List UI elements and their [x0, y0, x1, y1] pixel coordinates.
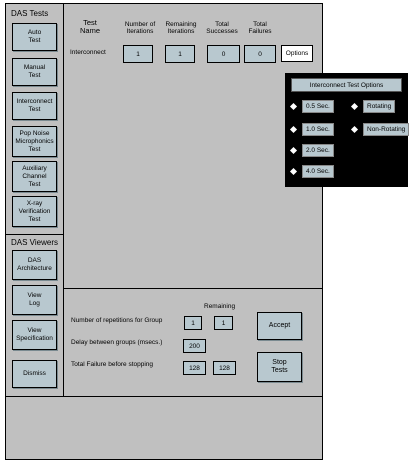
- test-row-name: Interconnect: [70, 49, 106, 56]
- remaining-iterations-field: 1: [165, 45, 195, 63]
- middle-divider: [64, 288, 322, 289]
- sidebar: DAS Tests Auto Test Manual Test Intercon…: [6, 4, 64, 396]
- auto-test-button[interactable]: Auto Test: [12, 23, 57, 51]
- option-label: Non-Rotating: [363, 123, 410, 136]
- failure-limit-label: Total Failure before stopping: [71, 361, 154, 368]
- das-viewers-title: DAS Viewers: [11, 238, 58, 247]
- interconnect-test-button[interactable]: Interconnect Test: [12, 92, 57, 120]
- radio-diamond-icon: [289, 102, 298, 111]
- total-failures-field: 0: [244, 45, 276, 63]
- option-label: Rotating: [363, 100, 396, 113]
- stop-tests-button[interactable]: Stop Tests: [257, 352, 302, 382]
- failure-limit-field[interactable]: 128: [183, 361, 206, 375]
- interconnect-options-popup: Interconnect Test Options 0.5 Sec. 1.0 S…: [285, 73, 410, 187]
- auxiliary-channel-test-button[interactable]: Auxiliary Channel Test: [12, 161, 57, 192]
- repetitions-field[interactable]: 1: [184, 316, 202, 330]
- option-non-rotating[interactable]: Non-Rotating: [350, 123, 410, 136]
- header-total-failures: Total Failures: [248, 21, 272, 35]
- view-log-button[interactable]: View Log: [12, 285, 57, 315]
- remaining-column-label: Remaining: [204, 303, 236, 310]
- header-number-of-iterations: Number of Iterations: [124, 21, 156, 35]
- bottom-divider: [6, 396, 322, 397]
- delay-field[interactable]: 200: [183, 339, 206, 353]
- header-total-successes: Total Successes: [206, 21, 238, 35]
- repetitions-label: Number of repetitions for Group: [71, 317, 163, 324]
- option-4-0-sec[interactable]: 4.0 Sec.: [289, 165, 334, 178]
- header-test-name: Test Name: [79, 18, 100, 35]
- option-rotating[interactable]: Rotating: [350, 100, 396, 113]
- option-label: 4.0 Sec.: [302, 165, 334, 178]
- option-label: 1.0 Sec.: [302, 123, 334, 136]
- das-tests-title: DAS Tests: [11, 9, 49, 18]
- option-label: 2.0 Sec.: [302, 144, 334, 157]
- manual-test-button[interactable]: Manual Test: [12, 58, 57, 86]
- radio-diamond-icon: [289, 167, 298, 176]
- radio-diamond-icon: [350, 125, 359, 134]
- delay-label: Delay between groups (msecs.): [71, 339, 163, 346]
- pop-noise-test-button[interactable]: Pop Noise Microphonics Test: [12, 126, 57, 157]
- total-successes-field: 0: [207, 45, 240, 63]
- xray-verification-test-button[interactable]: X-ray Verification Test: [12, 196, 57, 227]
- failure-remaining-field: 128: [213, 361, 236, 375]
- accept-button[interactable]: Accept: [257, 312, 302, 340]
- radio-diamond-icon: [350, 102, 359, 111]
- radio-diamond-icon: [289, 125, 298, 134]
- options-button[interactable]: Options: [281, 45, 313, 62]
- option-2-0-sec[interactable]: 2.0 Sec.: [289, 144, 334, 157]
- popup-title: Interconnect Test Options: [291, 78, 402, 92]
- option-1-0-sec[interactable]: 1.0 Sec.: [289, 123, 334, 136]
- sidebar-divider: [6, 234, 64, 235]
- option-label: 0.5 Sec.: [302, 100, 334, 113]
- iterations-field[interactable]: 1: [123, 45, 153, 63]
- radio-diamond-icon: [289, 146, 298, 155]
- header-remaining-iterations: Remaining Iterations: [165, 21, 197, 35]
- repetitions-remaining-field: 1: [214, 316, 233, 330]
- view-specification-button[interactable]: View Specification: [12, 320, 57, 350]
- dismiss-button[interactable]: Dismiss: [12, 360, 57, 388]
- option-0-5-sec[interactable]: 0.5 Sec.: [289, 100, 334, 113]
- das-main-window: DAS Tests Auto Test Manual Test Intercon…: [5, 3, 323, 460]
- das-architecture-button[interactable]: DAS Architecture: [12, 250, 57, 280]
